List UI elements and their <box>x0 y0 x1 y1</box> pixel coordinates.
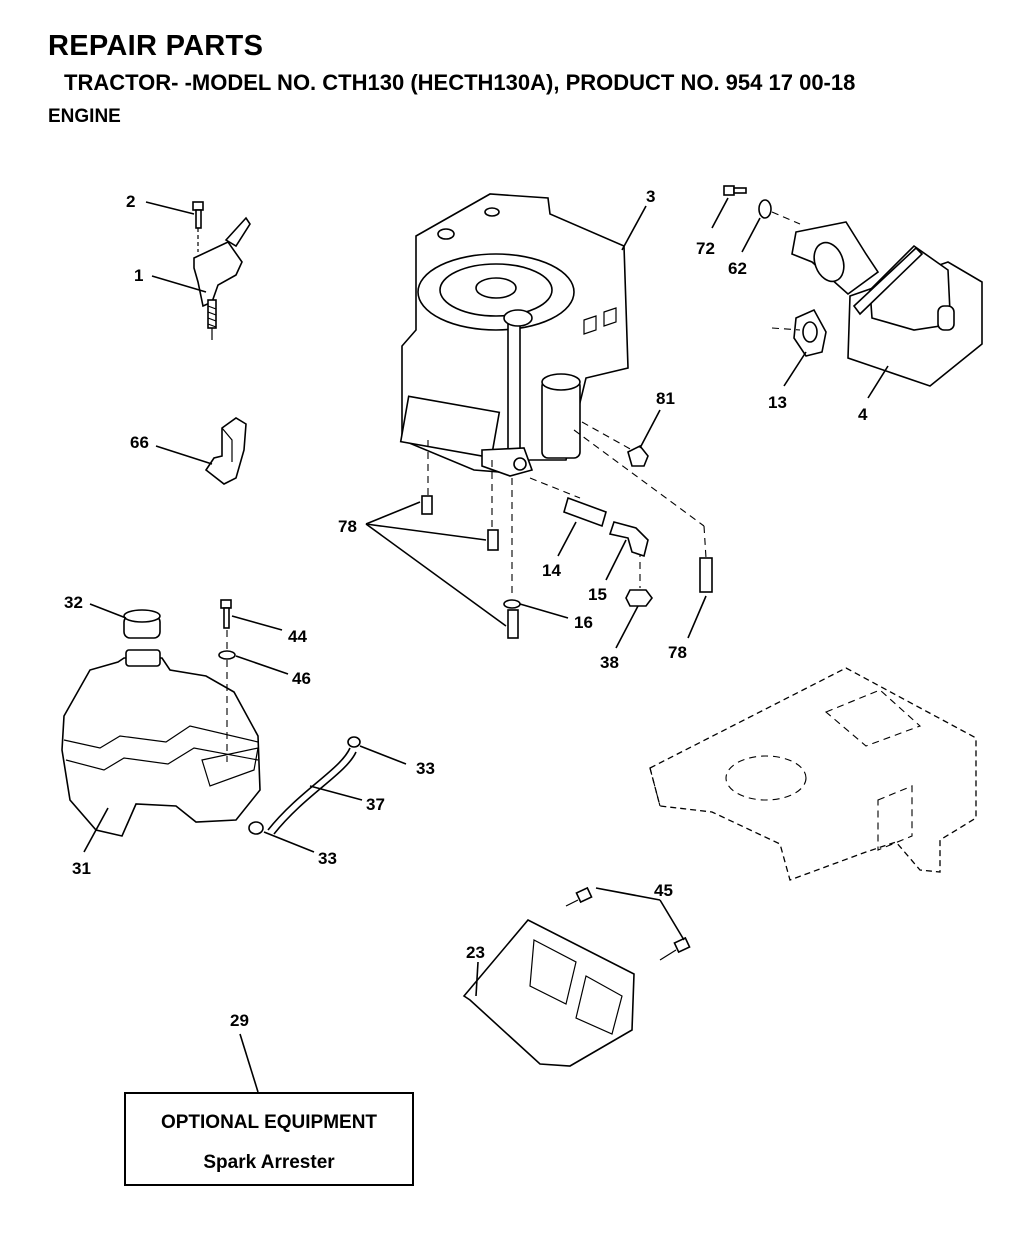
callout-66: 66 <box>130 433 149 452</box>
fuel-cap-32-part <box>123 609 161 639</box>
callout-3: 3 <box>646 187 655 206</box>
bolt-45-lower-part <box>659 936 691 961</box>
callout-4: 4 <box>858 405 868 424</box>
optional-equipment-box: OPTIONAL EQUIPMENT Spark Arrester <box>124 1092 414 1186</box>
skid-plate-23-part <box>462 918 635 1067</box>
callout-38: 38 <box>600 653 619 672</box>
callout-2: 2 <box>126 192 135 211</box>
muffler-4-part <box>791 221 983 387</box>
callout-45: 45 <box>654 881 673 900</box>
engine-part <box>399 193 629 477</box>
callout-1: 1 <box>134 266 143 285</box>
callout-78-left: 78 <box>338 517 357 536</box>
callout-16: 16 <box>574 613 593 632</box>
callout-13: 13 <box>768 393 787 412</box>
fuel-line-37-part <box>248 736 361 835</box>
leader-lines <box>83 197 889 1093</box>
callout-62: 62 <box>728 259 747 278</box>
callout-23: 23 <box>466 943 485 962</box>
washer-62-part <box>758 199 801 225</box>
frame-part <box>649 667 977 881</box>
callout-29: 29 <box>230 1011 249 1030</box>
page-title: REPAIR PARTS <box>48 30 264 62</box>
fuel-tank-31-part <box>61 649 261 837</box>
screw-2-part <box>192 201 204 252</box>
callout-37: 37 <box>366 795 385 814</box>
callout-33-top: 33 <box>416 759 435 778</box>
bolt-45-upper-part <box>565 886 593 907</box>
callout-15: 15 <box>588 585 607 604</box>
callout-31: 31 <box>72 859 91 878</box>
bracket-66-part <box>204 417 247 485</box>
callout-32: 32 <box>64 593 83 612</box>
section-heading: ENGINE <box>48 106 121 127</box>
callout-33-bottom: 33 <box>318 849 337 868</box>
optional-equipment-title: OPTIONAL EQUIPMENT <box>160 1112 378 1133</box>
bolt-72-part <box>723 185 747 196</box>
callout-81: 81 <box>656 389 675 408</box>
optional-equipment-item: Spark Arrester <box>203 1152 335 1173</box>
callout-72: 72 <box>696 239 715 258</box>
hardware-group <box>421 421 713 639</box>
callout-14: 14 <box>542 561 561 580</box>
callout-78-right: 78 <box>668 643 687 662</box>
gasket-13-part <box>771 308 827 357</box>
callout-labels: 2 1 3 72 62 13 4 81 66 78 14 15 16 38 78… <box>64 187 868 1030</box>
callout-44: 44 <box>288 627 307 646</box>
throttle-control-part <box>193 216 251 340</box>
model-subtitle: TRACTOR- -MODEL NO. CTH130 (HECTH130A), … <box>64 70 856 95</box>
washer-46-part <box>218 630 236 762</box>
screw-44-part <box>220 599 232 629</box>
callout-46: 46 <box>292 669 311 688</box>
